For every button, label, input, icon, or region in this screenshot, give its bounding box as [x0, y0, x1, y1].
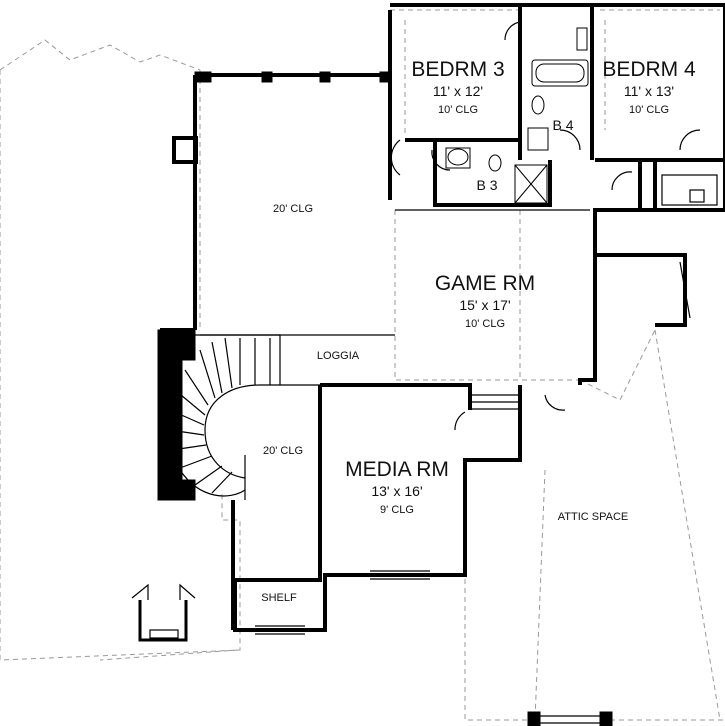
media-rm-clg: 9' CLG [380, 504, 414, 516]
closet [661, 174, 718, 206]
attic-name: ATTIC SPACE [558, 511, 629, 523]
steps [470, 394, 520, 410]
b3-name: B 3 [476, 177, 497, 193]
bedrm3-size: 11' x 12' [433, 83, 483, 99]
bedrm3-name: BEDRM 3 [411, 58, 504, 81]
wall-columns [194, 71, 391, 83]
roof-outline [0, 9, 725, 721]
bath-fixtures [445, 27, 589, 204]
media-rm-size: 13' x 16' [371, 483, 422, 499]
game-rm-name: GAME RM [435, 272, 535, 295]
bedrm4-clg: 10' CLG [629, 104, 669, 116]
bedrm4-size: 11' x 13' [624, 83, 674, 99]
stair-clg: 20' CLG [263, 445, 303, 457]
loggia-name: LOGGIA [317, 350, 360, 362]
game-rm-size: 15' x 17' [459, 297, 510, 313]
bedrm4-name: BEDRM 4 [602, 58, 696, 81]
bedrm3-clg: 10' CLG [438, 104, 478, 116]
windows [255, 261, 691, 726]
chimney-bump [172, 136, 198, 164]
shelf-name: SHELF [261, 592, 297, 604]
labels: BEDRM 3 11' x 12' 10' CLG BEDRM 4 11' x … [261, 58, 696, 604]
doors [390, 21, 701, 431]
spiral-stair [168, 334, 320, 500]
closet-fixture [689, 189, 705, 203]
game-rm-clg: 10' CLG [465, 318, 505, 330]
stair-tower-wall [157, 329, 196, 501]
b4-name: B 4 [552, 117, 573, 133]
media-rm-name: MEDIA RM [345, 458, 449, 481]
open-area-clg: 20' CLG [273, 203, 313, 215]
outdoor-structure [131, 583, 196, 642]
